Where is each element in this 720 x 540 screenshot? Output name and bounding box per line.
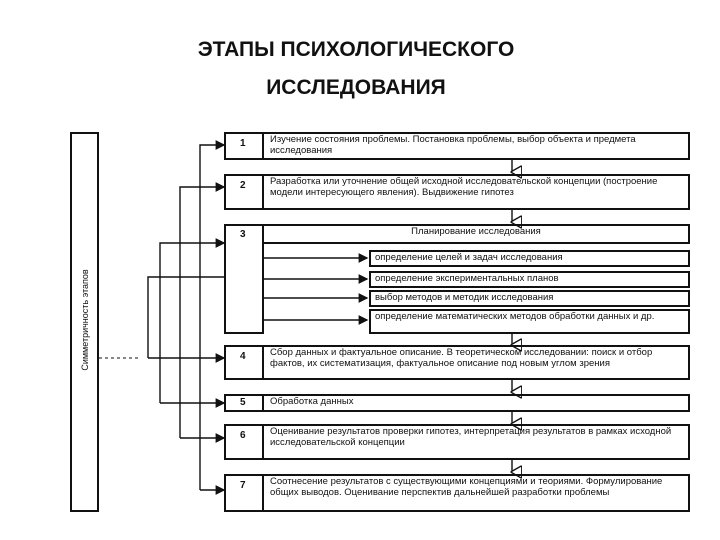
stage-2-text: Разработка или уточнение общей исходной …	[270, 176, 658, 198]
stage-4-text: Сбор данных и фактуальное описание. В те…	[270, 347, 653, 369]
stage-5-box: 5 Обработка данных	[224, 394, 690, 412]
symmetry-bar	[70, 132, 99, 512]
stage-1-box: 1 Изучение состояния проблемы. Постановк…	[224, 132, 690, 160]
planning-substep-2: определение экспериментальных планов	[369, 271, 690, 288]
stage-5-number: 5	[240, 397, 246, 408]
planning-substep-1-text: определение целей и задач исследования	[375, 252, 563, 263]
stage-1-number: 1	[240, 138, 246, 149]
stage-3-number: 3	[240, 229, 246, 240]
planning-substep-1: определение целей и задач исследования	[369, 250, 690, 267]
page-title-line2: ИССЛЕДОВАНИЯ	[266, 76, 446, 99]
stage-4-box: 4 Сбор данных и фактуальное описание. В …	[224, 345, 690, 380]
stage-2-box: 2 Разработка или уточнение общей исходно…	[224, 174, 690, 210]
stage-2-number: 2	[240, 180, 246, 191]
stage-1-text: Изучение состояния проблемы. Постановка …	[270, 134, 636, 156]
page-title-line1: ЭТАПЫ ПСИХОЛОГИЧЕСКОГО	[197, 38, 515, 61]
stage-6-number: 6	[240, 430, 246, 441]
stage-5-text: Обработка данных	[270, 396, 354, 407]
stage-7-number: 7	[240, 480, 246, 491]
stage-3-box: 3	[224, 224, 264, 334]
stage-3-title-box: Планирование исследования	[262, 224, 690, 244]
stage-4-number: 4	[240, 351, 246, 362]
stage-3-text: Планирование исследования	[411, 226, 541, 237]
planning-substep-2-text: определение экспериментальных планов	[375, 273, 559, 284]
stage-7-box: 7 Соотнесение результатов с существующим…	[224, 474, 690, 512]
planning-substep-3: выбор методов и методик исследования	[369, 290, 690, 307]
stage-6-text: Оценивание результатов проверки гипотез,…	[270, 426, 672, 448]
planning-substep-3-text: выбор методов и методик исследования	[375, 292, 554, 303]
stage-7-text: Соотнесение результатов с существующими …	[270, 476, 663, 498]
planning-substep-4: определение математических методов обраб…	[369, 309, 690, 334]
stage-6-box: 6 Оценивание результатов проверки гипоте…	[224, 424, 690, 460]
planning-substep-4-text: определение математических методов обраб…	[375, 311, 655, 322]
